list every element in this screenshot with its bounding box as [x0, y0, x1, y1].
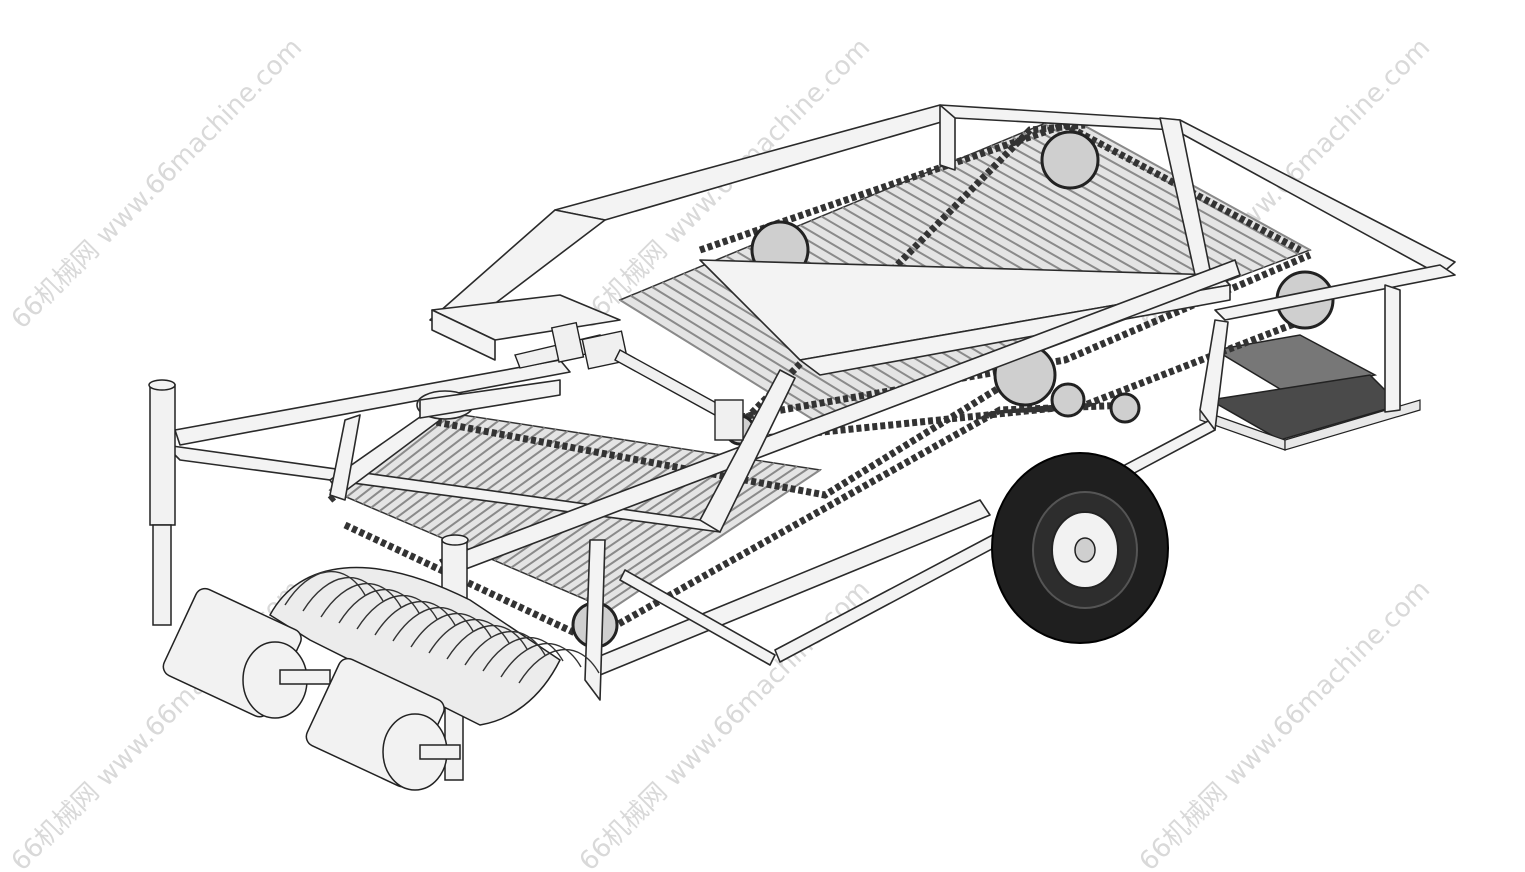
- hydraulic-cylinder: [514, 321, 744, 441]
- conveyor-rod: [436, 432, 580, 537]
- conveyor-rod: [395, 423, 523, 520]
- conveyor-rod: [958, 158, 1197, 294]
- conveyor-rod: [444, 433, 592, 541]
- conveyor-rod: [370, 418, 488, 509]
- conveyor-rod: [651, 285, 865, 418]
- front-digging-shovel: [269, 566, 600, 726]
- watermark-text: 66机械网 www.66machine.com: [6, 33, 308, 335]
- ground-wheel: [991, 452, 1169, 644]
- conveyor-rod: [640, 290, 854, 423]
- shovel-blade: [518, 649, 600, 684]
- conveyor-rod: [378, 419, 500, 512]
- conveyor-rod: [979, 149, 1220, 286]
- depth-rollers: [162, 587, 461, 791]
- conveyor-rod: [661, 281, 877, 414]
- conveyor-rod: [452, 435, 603, 544]
- conveyor-rod: [969, 153, 1208, 290]
- conveyor-rod: [403, 425, 534, 523]
- conveyor-rod: [411, 426, 546, 527]
- conveyor-rod: [469, 439, 626, 551]
- conveyor-rod: [428, 430, 569, 534]
- conveyor-rod: [584, 463, 787, 601]
- conveyor-rod: [362, 416, 477, 505]
- watermark-text: 66机械网 www.66machine.com: [1134, 575, 1436, 872]
- conveyor-rod: [419, 428, 557, 530]
- shovel-blade: [500, 643, 582, 678]
- main-frame: [164, 104, 1456, 701]
- conveyor-rod: [387, 421, 511, 516]
- conveyor-rod: [672, 277, 888, 410]
- conveyor-rod: [461, 437, 615, 548]
- conveyor-rod: [990, 144, 1231, 281]
- conveyor-rod: [619, 299, 831, 431]
